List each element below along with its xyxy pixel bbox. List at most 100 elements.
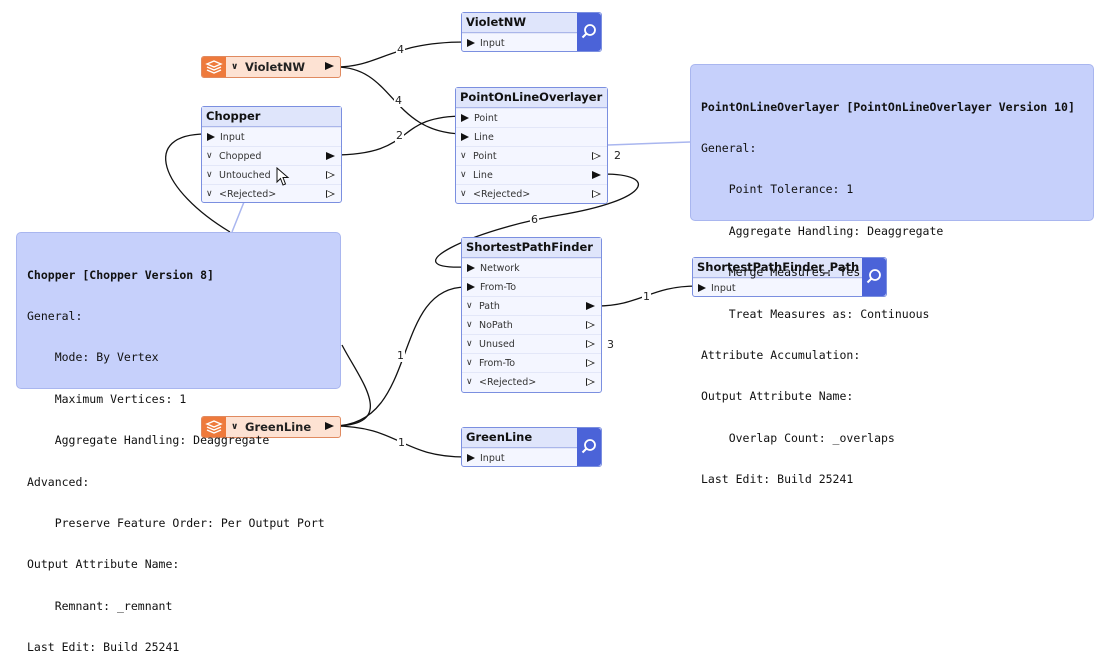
wire-chopper-input-loop bbox=[165, 133, 231, 233]
output-port-rejected[interactable]: ∨ <Rejected> bbox=[462, 372, 601, 391]
input-port[interactable]: Input bbox=[462, 33, 577, 52]
annotation-line: Mode: By Vertex bbox=[27, 350, 159, 365]
input-port-from-to[interactable]: From-To bbox=[462, 277, 601, 296]
input-port-network[interactable]: Network bbox=[462, 258, 601, 277]
reader-layers-icon bbox=[202, 57, 226, 77]
output-port-untouched[interactable]: ∨ Untouched bbox=[202, 165, 341, 184]
chevron-down-icon: ∨ bbox=[460, 151, 467, 161]
annotation-line: Point Tolerance: 1 bbox=[701, 182, 854, 197]
annotation-line: Merge Measures: Yes bbox=[701, 265, 861, 280]
node-title: GreenLine bbox=[462, 428, 577, 448]
input-arrow-icon bbox=[467, 454, 475, 462]
magnifier-icon[interactable] bbox=[577, 13, 601, 51]
chevron-down-icon[interactable]: ∨ bbox=[231, 422, 239, 432]
feature-count: 2 bbox=[395, 129, 404, 142]
transformer-shortestpathfinder[interactable]: ShortestPathFinder Network From-To ∨ Pat… bbox=[461, 237, 602, 393]
chevron-down-icon: ∨ bbox=[466, 377, 473, 387]
magnifier-icon[interactable] bbox=[577, 428, 601, 466]
chevron-down-icon: ∨ bbox=[466, 320, 473, 330]
node-title: PointOnLineOverlayer bbox=[456, 88, 607, 108]
output-port-icon[interactable] bbox=[325, 422, 334, 430]
chevron-down-icon: ∨ bbox=[466, 339, 473, 349]
reader-violetnw[interactable]: ∨ VioletNW bbox=[201, 56, 341, 78]
wire-green-to-chopper bbox=[332, 344, 371, 427]
chevron-down-icon: ∨ bbox=[460, 189, 467, 199]
feature-count: 1 bbox=[396, 349, 405, 362]
input-arrow-icon bbox=[467, 283, 475, 291]
chevron-down-icon[interactable]: ∨ bbox=[231, 62, 239, 72]
input-port-input[interactable]: Input bbox=[202, 127, 341, 146]
feature-count: 4 bbox=[394, 94, 403, 107]
annotation-line: Last Edit: Build 25241 bbox=[27, 640, 180, 655]
output-port-rejected[interactable]: ∨ <Rejected> bbox=[456, 184, 607, 203]
input-arrow-icon bbox=[461, 114, 469, 122]
output-port-from-to[interactable]: ∨ From-To bbox=[462, 353, 601, 372]
annotation-header: PointOnLineOverlayer [PointOnLineOverlay… bbox=[701, 99, 1075, 114]
transformer-pointonlineoverlayer[interactable]: PointOnLineOverlayer Point Line ∨ Point … bbox=[455, 87, 608, 204]
node-title: ShortestPathFinder_Path bbox=[693, 258, 862, 278]
output-arrow-icon[interactable] bbox=[586, 340, 595, 348]
chevron-down-icon: ∨ bbox=[460, 170, 467, 180]
chevron-down-icon: ∨ bbox=[206, 170, 213, 180]
feature-count: 3 bbox=[606, 338, 615, 351]
input-arrow-icon bbox=[698, 284, 706, 292]
output-port-path[interactable]: ∨ Path bbox=[462, 296, 601, 315]
annotation-line: Aggregate Handling: Deaggregate bbox=[27, 433, 270, 448]
output-port-chopped[interactable]: ∨ Chopped bbox=[202, 146, 341, 165]
output-port-nopath[interactable]: ∨ NoPath bbox=[462, 315, 601, 334]
transformer-chopper[interactable]: Chopper Input ∨ Chopped ∨ Untouched ∨ <R… bbox=[201, 106, 342, 203]
annotation-chopper[interactable]: Chopper [Chopper Version 8] General: Mod… bbox=[16, 232, 341, 654]
node-title: VioletNW bbox=[462, 13, 577, 33]
output-arrow-icon[interactable] bbox=[586, 359, 595, 367]
wire-line-to-network bbox=[435, 173, 639, 268]
inspector-violetnw[interactable]: VioletNW Input bbox=[461, 12, 602, 52]
annotation-line: Maximum Vertices: 1 bbox=[27, 391, 187, 406]
output-arrow-icon[interactable] bbox=[592, 171, 601, 179]
annotation-line: Last Edit: Build 25241 bbox=[701, 472, 854, 487]
output-arrow-icon[interactable] bbox=[592, 152, 601, 160]
output-arrow-icon[interactable] bbox=[592, 190, 601, 198]
annotation-line: Aggregate Handling: Deaggregate bbox=[701, 223, 944, 238]
annotation-line: Attribute Accumulation: bbox=[701, 347, 861, 362]
node-title: ShortestPathFinder bbox=[462, 238, 601, 258]
output-arrow-icon[interactable] bbox=[326, 171, 335, 179]
node-title: Chopper bbox=[202, 107, 341, 127]
inspector-shortestpathfinder-path[interactable]: ShortestPathFinder_Path Input bbox=[692, 257, 887, 297]
output-arrow-icon[interactable] bbox=[586, 378, 595, 386]
feature-count: 1 bbox=[642, 290, 651, 303]
chevron-down-icon: ∨ bbox=[206, 151, 213, 161]
annotation-line: Overlap Count: _overlaps bbox=[701, 430, 895, 445]
annotation-header: Chopper [Chopper Version 8] bbox=[27, 267, 214, 282]
inspector-greenline[interactable]: GreenLine Input bbox=[461, 427, 602, 467]
output-port-rejected[interactable]: ∨ <Rejected> bbox=[202, 184, 341, 203]
output-port-line[interactable]: ∨ Line bbox=[456, 165, 607, 184]
input-arrow-icon bbox=[467, 39, 475, 47]
magnifier-icon[interactable] bbox=[862, 258, 886, 296]
output-arrow-icon[interactable] bbox=[586, 321, 595, 329]
reader-name: GreenLine bbox=[245, 420, 312, 434]
annotation-tail-chopper bbox=[231, 201, 245, 233]
input-arrow-icon bbox=[207, 133, 215, 141]
output-arrow-icon[interactable] bbox=[326, 152, 335, 160]
chevron-down-icon: ∨ bbox=[206, 189, 213, 199]
chevron-down-icon: ∨ bbox=[466, 301, 473, 311]
output-port-point[interactable]: ∨ Point bbox=[456, 146, 607, 165]
reader-greenline[interactable]: ∨ GreenLine bbox=[201, 416, 341, 438]
input-port[interactable]: Input bbox=[462, 448, 577, 467]
annotation-pointonlineoverlayer[interactable]: PointOnLineOverlayer [PointOnLineOverlay… bbox=[690, 64, 1094, 486]
input-arrow-icon bbox=[461, 133, 469, 141]
feature-count: 4 bbox=[396, 43, 405, 56]
output-port-unused[interactable]: ∨ Unused bbox=[462, 334, 601, 353]
input-port-line[interactable]: Line bbox=[456, 127, 607, 146]
output-port-icon[interactable] bbox=[325, 62, 334, 70]
input-port-point[interactable]: Point bbox=[456, 108, 607, 127]
annotation-line: Output Attribute Name: bbox=[701, 389, 854, 404]
annotation-line: Treat Measures as: Continuous bbox=[701, 306, 930, 321]
output-arrow-icon[interactable] bbox=[586, 302, 595, 310]
feature-count: 2 bbox=[613, 149, 622, 162]
input-port[interactable]: Input bbox=[693, 278, 862, 297]
output-arrow-icon[interactable] bbox=[326, 190, 335, 198]
annotation-tail-overlayer bbox=[607, 141, 691, 146]
wire-violet-to-inspector bbox=[335, 41, 466, 68]
chevron-down-icon: ∨ bbox=[466, 358, 473, 368]
